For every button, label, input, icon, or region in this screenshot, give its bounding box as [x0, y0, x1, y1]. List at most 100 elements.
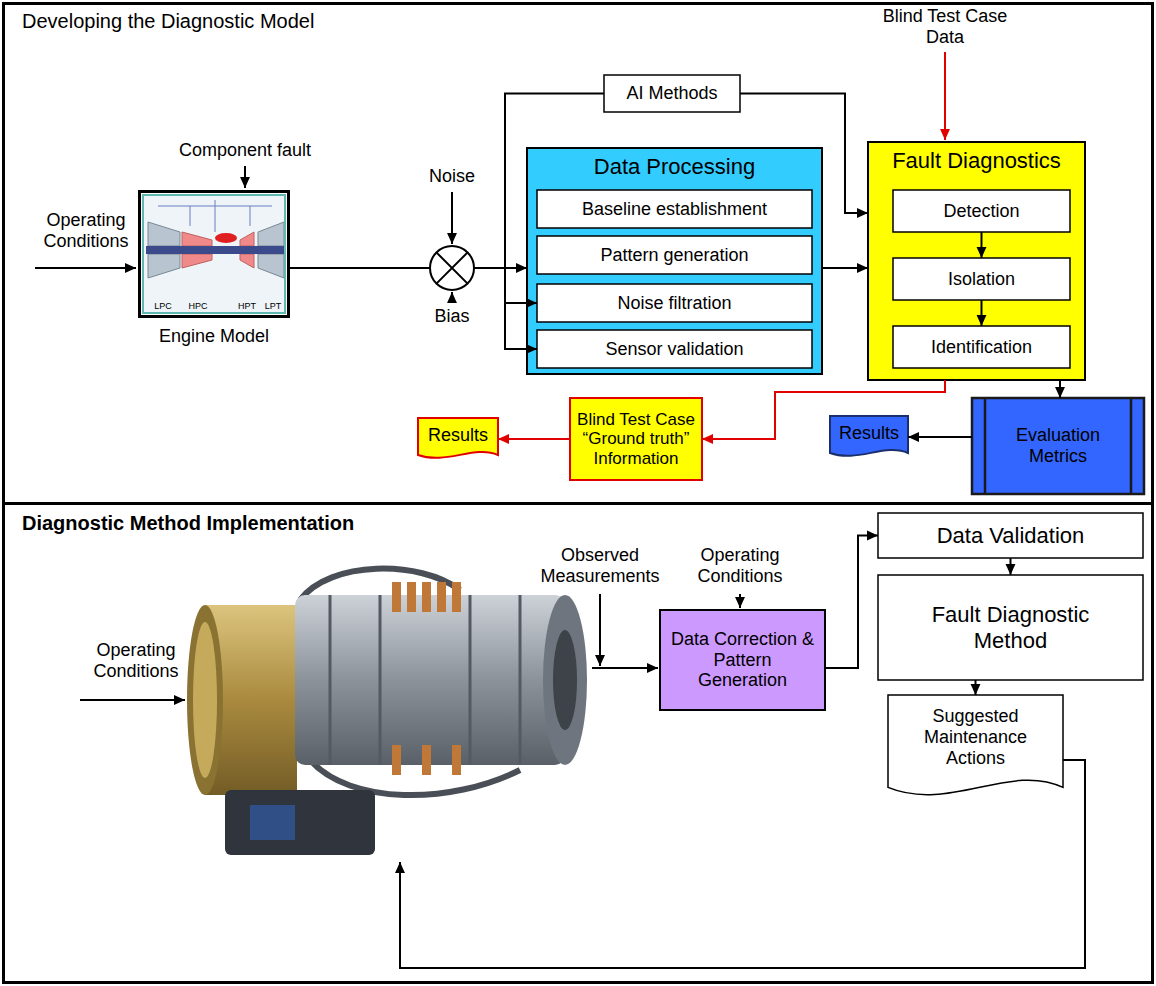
node-shape: [878, 513, 1143, 558]
box-label: Sensor validation: [605, 339, 743, 360]
process-box: Data Correction & Pattern Generation: [660, 610, 825, 710]
box-outline: [893, 190, 1070, 232]
document-outline: [888, 695, 1063, 795]
node-shape: [972, 398, 1144, 494]
process-box: Sensor validation: [537, 330, 812, 368]
node-shape: [830, 416, 908, 456]
input-arrow: [599, 594, 601, 666]
box-label: Blind Test Case “Ground truth” Informati…: [574, 410, 698, 469]
nozzle: [422, 745, 431, 775]
node-shape: [537, 190, 812, 228]
combustor-shape: [215, 233, 237, 243]
engine-model-box: Engine Model: [138, 190, 290, 318]
part-label: LPC: [152, 302, 174, 311]
signal-label: Operating Conditions: [685, 545, 795, 586]
turbine-shape: [258, 254, 284, 278]
group-heading: Data Processing: [527, 154, 822, 179]
node-shape: [604, 75, 740, 112]
input-arrow: [592, 667, 658, 669]
box-label: Baseline establishment: [582, 199, 767, 220]
method-box: AI Methods: [604, 75, 740, 112]
box-inner-border: [143, 195, 285, 313]
connector-arrow: [290, 94, 604, 269]
box-outline: [604, 75, 740, 112]
box-label: Evaluation Metrics: [993, 425, 1123, 466]
panel-title: Developing the Diagnostic Model: [22, 10, 314, 33]
connector-arrow: [1010, 558, 1012, 575]
signal-label: Noise: [422, 166, 482, 187]
exhaust-end: [543, 595, 587, 765]
engine-module: [250, 805, 295, 840]
signal-label: Operating Conditions: [30, 210, 142, 251]
box-label: Detection: [943, 201, 1019, 222]
node-shape: [537, 330, 812, 368]
node-shape: [418, 418, 498, 458]
input-arrow: [451, 192, 453, 244]
nozzle: [392, 745, 401, 775]
turbine-shape: [240, 232, 254, 246]
node-shape: [888, 695, 1063, 795]
box-outline: [660, 610, 825, 710]
compressor-shape: [182, 254, 212, 268]
node-shape: [893, 190, 1070, 232]
connector-arrow: [981, 300, 983, 326]
casing-ring: [330, 595, 520, 765]
box-outline: [878, 575, 1143, 680]
connector-arrow: [740, 94, 868, 214]
node-shape: [660, 610, 825, 710]
box-outline: [570, 398, 702, 480]
box-label: Data Correction & Pattern Generation: [670, 629, 815, 691]
connector-arrow: [702, 380, 945, 439]
process-box: Identification: [893, 326, 1070, 368]
input-arrow: [451, 292, 453, 303]
document-shape: Results: [418, 418, 498, 460]
signal-label: Blind Test Case Data: [870, 6, 1020, 47]
document-shape: Results: [830, 416, 908, 458]
connector-arrow: [908, 436, 972, 438]
summing-junction: [430, 246, 474, 290]
node-shape: [4, 504, 1153, 983]
document-outline: [830, 416, 908, 456]
process-box: Noise filtration: [537, 284, 812, 322]
nozzle: [437, 582, 446, 612]
nozzle: [392, 582, 401, 612]
box-outline: [868, 142, 1085, 380]
signal-label: Component fault: [160, 140, 330, 161]
summing-cross: [436, 252, 467, 283]
part-label: HPT: [236, 302, 258, 311]
connector-arrow: [290, 268, 537, 349]
input-arrow: [244, 166, 246, 188]
process-box: Detection: [893, 190, 1070, 232]
signal-label: Operating Conditions: [80, 640, 192, 681]
box-label: Identification: [931, 337, 1032, 358]
fuel-nozzles: [392, 582, 461, 775]
exhaust-end: [553, 630, 577, 730]
connector-arrow: [290, 268, 537, 303]
engine-schematic: [143, 195, 285, 313]
inlet-face: [193, 622, 217, 778]
box-outline: [537, 330, 812, 368]
engine-picture: [187, 569, 587, 855]
box-outline: [893, 326, 1070, 368]
box-label: Results: [839, 423, 899, 444]
compressor-shape: [182, 232, 212, 246]
connector-arrow: [1059, 380, 1061, 398]
node-shape: [893, 258, 1070, 300]
engine-base: [225, 790, 375, 855]
box-outline: [972, 398, 1144, 494]
shaft: [146, 246, 284, 254]
blind-data-arrow: [944, 52, 946, 140]
box-border: [140, 192, 289, 317]
box-label: Suggested Maintenance Actions: [908, 706, 1043, 768]
group-box: Fault DiagnosticsDetectionIsolationIdent…: [868, 142, 1085, 380]
box-outline: [537, 284, 812, 322]
connector-arrow: [981, 232, 983, 258]
process-box: Blind Test Case “Ground truth” Informati…: [570, 398, 702, 480]
connector-arrow: [498, 438, 570, 440]
